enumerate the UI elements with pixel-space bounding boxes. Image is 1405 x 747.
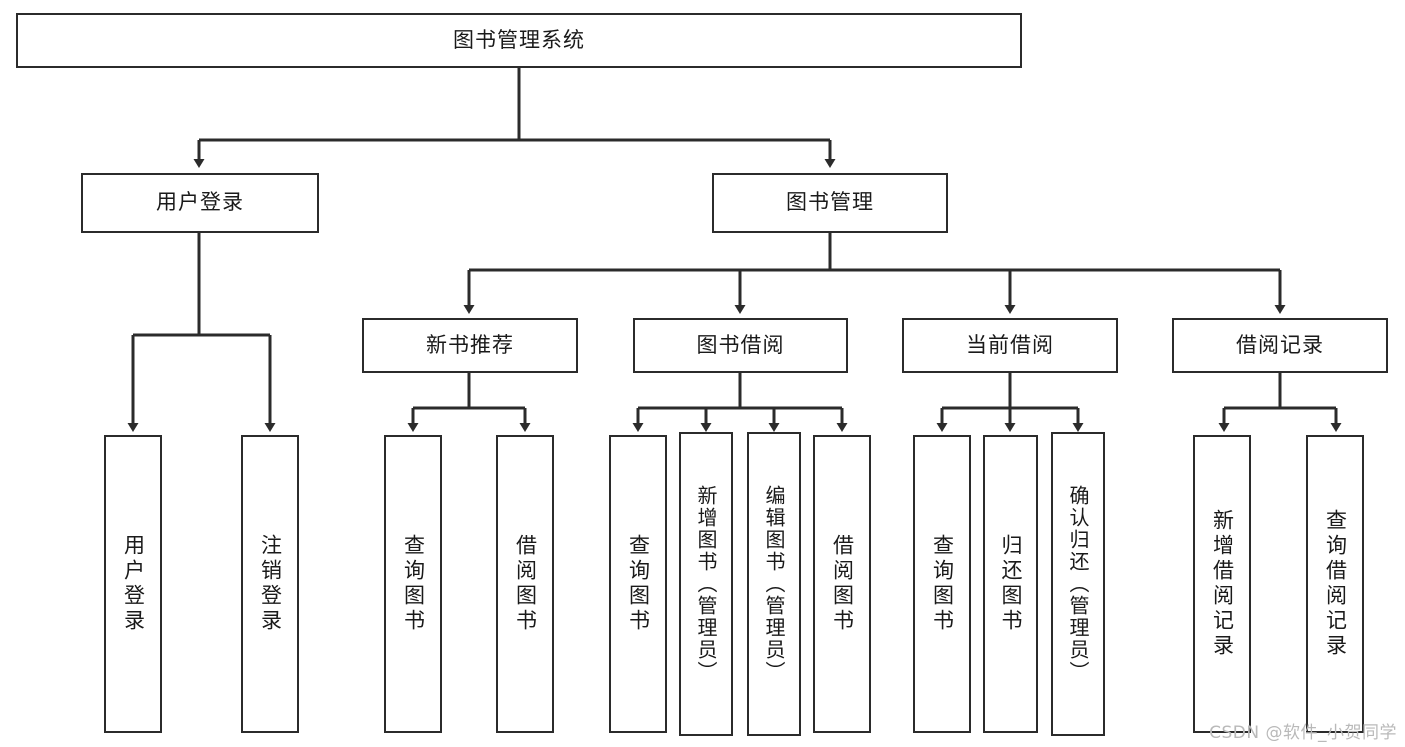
node-root-label: 图书管理系统 bbox=[453, 27, 585, 52]
leaf-current-borrow-confirm[interactable]: 确认归还（管理员） bbox=[1051, 432, 1105, 736]
leaf-borrow-record-query[interactable]: 查询借阅记录 bbox=[1306, 435, 1364, 733]
leaf-new-book-query-label: 查询图书 bbox=[401, 534, 426, 634]
node-book-borrow-label: 图书借阅 bbox=[696, 332, 785, 357]
leaf-book-borrow-borrow-label: 借阅图书 bbox=[830, 534, 855, 634]
leaf-new-book-borrow[interactable]: 借阅图书 bbox=[496, 435, 554, 733]
leaf-current-borrow-confirm-label: 确认归还（管理员） bbox=[1066, 485, 1090, 683]
node-current-borrow-label: 当前借阅 bbox=[966, 332, 1054, 357]
node-current-borrow[interactable]: 当前借阅 bbox=[902, 318, 1118, 373]
leaf-user-login-signin[interactable]: 用户登录 bbox=[104, 435, 162, 733]
node-borrow-record[interactable]: 借阅记录 bbox=[1172, 318, 1388, 373]
leaf-current-borrow-query-label: 查询图书 bbox=[930, 534, 955, 634]
leaf-user-login-signout[interactable]: 注销登录 bbox=[241, 435, 299, 733]
leaf-borrow-record-query-label: 查询借阅记录 bbox=[1323, 509, 1348, 659]
node-new-book-recommend-label: 新书推荐 bbox=[426, 332, 514, 357]
csdn-watermark: CSDN @软件_小贺同学 bbox=[1209, 723, 1397, 743]
leaf-user-login-signin-label: 用户登录 bbox=[121, 534, 146, 634]
leaf-user-login-signout-label: 注销登录 bbox=[258, 534, 283, 634]
leaf-book-borrow-edit-label: 编辑图书（管理员） bbox=[762, 485, 786, 683]
leaf-book-borrow-add-label: 新增图书（管理员） bbox=[694, 485, 718, 683]
leaf-book-borrow-add[interactable]: 新增图书（管理员） bbox=[679, 432, 733, 736]
node-book-manage[interactable]: 图书管理 bbox=[712, 173, 948, 233]
leaf-new-book-query[interactable]: 查询图书 bbox=[384, 435, 442, 733]
leaf-book-borrow-query-label: 查询图书 bbox=[626, 534, 651, 634]
node-user-login[interactable]: 用户登录 bbox=[81, 173, 319, 233]
leaf-current-borrow-return-label: 归还图书 bbox=[999, 534, 1023, 634]
leaf-book-borrow-query[interactable]: 查询图书 bbox=[609, 435, 667, 733]
leaf-book-borrow-edit[interactable]: 编辑图书（管理员） bbox=[747, 432, 801, 736]
node-new-book-recommend[interactable]: 新书推荐 bbox=[362, 318, 578, 373]
leaf-borrow-record-add-label: 新增借阅记录 bbox=[1210, 509, 1235, 659]
node-root[interactable]: 图书管理系统 bbox=[16, 13, 1022, 68]
leaf-current-borrow-return[interactable]: 归还图书 bbox=[983, 435, 1038, 733]
node-borrow-record-label: 借阅记录 bbox=[1236, 332, 1324, 357]
node-book-manage-label: 图书管理 bbox=[786, 190, 874, 215]
leaf-new-book-borrow-label: 借阅图书 bbox=[513, 534, 538, 634]
node-book-borrow[interactable]: 图书借阅 bbox=[633, 318, 848, 373]
leaf-book-borrow-borrow[interactable]: 借阅图书 bbox=[813, 435, 871, 733]
node-user-login-label: 用户登录 bbox=[156, 190, 244, 215]
leaf-current-borrow-query[interactable]: 查询图书 bbox=[913, 435, 971, 733]
leaf-borrow-record-add[interactable]: 新增借阅记录 bbox=[1193, 435, 1251, 733]
